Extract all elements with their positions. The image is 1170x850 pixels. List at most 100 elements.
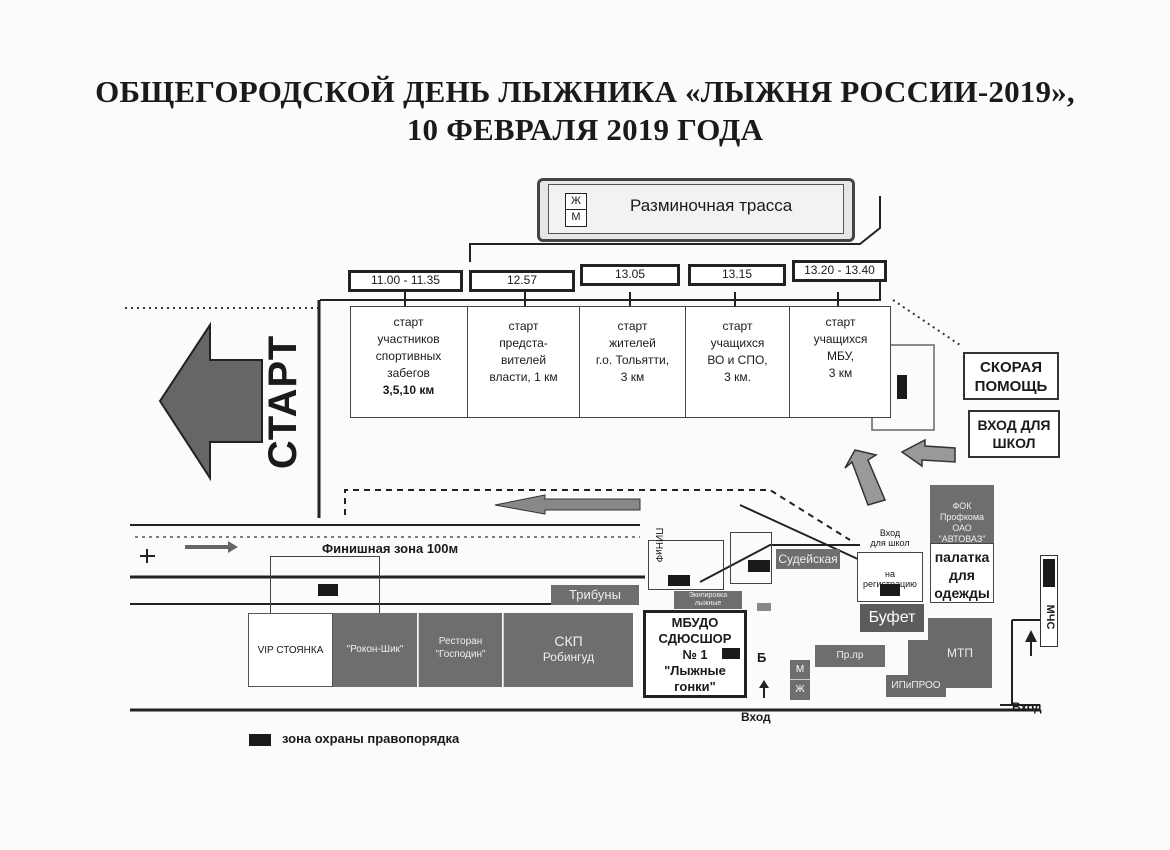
- judges-label: Судейская: [776, 549, 840, 569]
- start-group-3-l4: 3 км: [620, 370, 645, 384]
- start-group-4: старт учащихся ВО и СПО, 3 км.: [686, 306, 790, 418]
- start-group-4-l1: старт: [722, 319, 753, 333]
- start-group-2-l4: власти, 1 км: [489, 370, 558, 384]
- start-groups-table: [350, 306, 891, 418]
- clothes-tent-l3: одежды: [934, 585, 990, 601]
- school-entrance-box: ВХОД ДЛЯ ШКОЛ: [968, 410, 1060, 458]
- clothes-tent-l1: палатка: [934, 549, 990, 565]
- start-time-1: 11.00 - 11.35: [348, 270, 463, 292]
- start-group-1-l1: старт: [393, 315, 424, 329]
- start-group-2-l3: вителей: [500, 353, 547, 367]
- security-zone-1: [897, 375, 907, 399]
- mtp-wing: [908, 640, 930, 680]
- school-l5: гонки": [674, 679, 716, 694]
- security-zone-2: [318, 584, 338, 596]
- ambulance-box: СКОРАЯ ПОМОЩЬ: [963, 352, 1059, 400]
- fok-l1: ФОК Профкома: [939, 501, 985, 522]
- start-group-2-l2: предста-: [499, 336, 548, 350]
- start-group-3: старт жителей г.о. Тольятти, 3 км: [580, 306, 686, 418]
- clothes-tent-l2: для: [949, 567, 975, 583]
- finish-zone-label: Финишная зона 100м: [322, 541, 459, 556]
- map-title-line2: 10 ФЕВРАЛЯ 2019 ГОДА: [406, 112, 764, 147]
- ambulance-l2: ПОМОЩЬ: [974, 378, 1048, 395]
- wc-entrance: М Ж: [790, 660, 810, 700]
- security-zone-5: [722, 648, 740, 659]
- start-label: СТАРТ: [261, 334, 305, 470]
- small-marker: [757, 603, 771, 611]
- warmup-track-inner: [548, 184, 844, 234]
- start-group-3-l3: г.о. Тольятти,: [595, 353, 670, 367]
- ip-proo: ИПиПРОО: [886, 675, 946, 697]
- restaurant-gospodin: Ресторан "Господин": [418, 613, 502, 687]
- start-group-2-l1: старт: [508, 319, 539, 333]
- school-reg-entry-l1: Вход: [879, 528, 901, 538]
- start-time-3: 13.05: [580, 264, 680, 286]
- wc-warmup-bottom: М: [571, 211, 581, 223]
- buffet: Буфет: [860, 604, 924, 632]
- equipment-sign-l1: Экипировка: [688, 592, 728, 599]
- restaurant-gospodin-l2: "Господин": [435, 649, 486, 660]
- start-group-4-l3: ВО и СПО,: [707, 353, 768, 367]
- entrance-2: Вход: [1012, 700, 1042, 714]
- security-zone-4: [748, 560, 770, 572]
- start-group-3-l2: жителей: [609, 336, 656, 350]
- prlr: Пр.лр: [815, 645, 885, 667]
- start-time-2: 12.57: [469, 270, 575, 292]
- start-group-3-l1: старт: [617, 319, 648, 333]
- wc-warmup: Ж М: [565, 193, 587, 227]
- restaurant-gospodin-l1: Ресторан: [438, 636, 483, 647]
- fok-l2: ОАО "АВТОВАЗ": [938, 523, 986, 544]
- start-time-4: 13.15: [688, 264, 786, 286]
- skp-robingud: СКП Робингуд: [503, 613, 633, 687]
- start-group-5-l2: учащихся: [813, 332, 868, 346]
- start-group-5-l4: 3 км: [828, 366, 853, 380]
- pinif-box: [648, 540, 724, 590]
- entrance-1: Вход: [741, 710, 771, 724]
- judges-frame: [730, 532, 772, 584]
- school-reg-entry-l2: для школ: [870, 538, 910, 548]
- start-group-1-l3: спортивных: [375, 349, 442, 363]
- equipment-sign: Экипировка лыжные: [674, 591, 742, 609]
- warmup-track-label: Разминочная трасса: [630, 196, 793, 215]
- start-time-5: 13.20 - 13.40: [792, 260, 887, 282]
- restaurant-rokon: "Рокон-Шик": [333, 613, 417, 687]
- school-entrance-l1: ВХОД ДЛЯ: [977, 417, 1051, 433]
- start-group-1-l4: забегов: [387, 366, 430, 380]
- vip-parking: VIP СТОЯНКА: [248, 613, 333, 687]
- legend-swatch: [249, 734, 271, 746]
- school-l2: СДЮСШОР: [658, 631, 732, 646]
- school-reg-entry: Вход для школ: [860, 528, 920, 548]
- clothes-tent: палатка для одежды: [930, 543, 994, 603]
- school-l1: МБУДО: [671, 615, 719, 630]
- school-entrance-l2: ШКОЛ: [992, 435, 1036, 451]
- start-group-2: старт предста- вителей власти, 1 км: [468, 306, 580, 418]
- start-group-5-l1: старт: [825, 315, 856, 329]
- wc-warmup-top: Ж: [566, 194, 586, 210]
- stands: Трибуны: [551, 585, 639, 605]
- security-zone-3: [668, 575, 690, 586]
- security-zone-7: [1043, 559, 1055, 587]
- legend-label: зона охраны правопорядка: [282, 731, 460, 746]
- skp-l2: Робингуд: [542, 650, 595, 664]
- wc-entrance-top: М: [790, 660, 810, 680]
- start-group-1-l5: 3,5,10 км: [382, 383, 435, 397]
- mchs-label: МЧС: [1044, 604, 1056, 630]
- pinif-label: ПИНиФ: [653, 527, 664, 563]
- fok-profkom: ФОК Профкома ОАО "АВТОВАЗ": [930, 485, 994, 544]
- skp-l1: СКП: [554, 633, 583, 649]
- school-l3: № 1: [682, 647, 708, 662]
- wc-entrance-bottom: Ж: [795, 684, 805, 695]
- start-group-5: старт учащихся МБУ, 3 км: [790, 306, 891, 418]
- equipment-sign-l2: лыжные: [694, 600, 722, 607]
- start-group-4-l4: 3 км.: [724, 370, 751, 384]
- start-group-5-l3: МБУ,: [827, 349, 854, 363]
- start-group-4-l2: учащихся: [710, 336, 765, 350]
- security-zone-6: [880, 584, 900, 596]
- map-title-line1: ОБЩЕГОРОДСКОЙ ДЕНЬ ЛЫЖНИКА «ЛЫЖНЯ РОССИИ…: [95, 74, 1075, 109]
- start-group-1-l2: участников: [377, 332, 440, 346]
- school-l4: "Лыжные: [664, 663, 726, 678]
- ambulance-l1: СКОРАЯ: [980, 359, 1042, 376]
- b-sign: Б: [757, 650, 767, 665]
- start-group-1: старт участников спортивных забегов 3,5,…: [350, 306, 468, 418]
